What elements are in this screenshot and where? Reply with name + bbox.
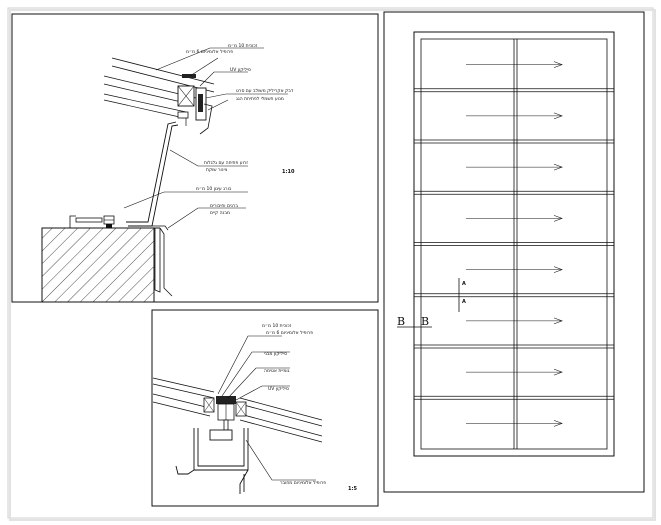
marker-b-right: B (421, 315, 429, 328)
label-b-profile: פרופיל אלומיניום 6 מ״מ (266, 330, 313, 336)
glass-panes-section (152, 377, 323, 443)
marker-a-bottom: A (462, 299, 466, 305)
existing-wall (41, 227, 155, 303)
detail-a-leaders (123, 47, 288, 229)
frame-profile (177, 74, 213, 135)
detail-b-leaders (217, 335, 316, 481)
label-b-connected-profile: פרופיל אלומיניום מחובר (280, 481, 326, 486)
slope-arrow (466, 163, 563, 171)
slope-arrow (466, 420, 563, 427)
label-adhesive: דבק אקריליק משולב עם סרט (236, 89, 294, 94)
label-gutter: צינור שוקת (206, 168, 228, 173)
joint-profile (203, 396, 247, 431)
detail-b-scale: 1:5 (348, 486, 357, 492)
slope-arrow (466, 215, 563, 222)
detail-a-scale: 1:10 (282, 169, 295, 175)
detail-b-panel: זכוכית 10 מ״מ פרופיל אלומיניום 6 מ״מ סיל… (151, 309, 379, 507)
slope-arrow (466, 112, 563, 120)
label-existing: מבנה קיים (210, 211, 230, 216)
label-motor: מנוע חשמלי לפתיחת הגג (236, 97, 284, 102)
label-b-gasket: גומיית אטימה (264, 369, 290, 374)
label-b-uv-silicone: UV סיליקון (268, 386, 289, 392)
slope-arrow (466, 266, 563, 273)
plan-outer-frame (413, 31, 615, 457)
section-marker-a: A A (458, 278, 466, 312)
marker-a-top: A (462, 281, 466, 287)
hinge-bracket (69, 215, 103, 228)
opening-arm (126, 121, 179, 227)
label-profile: פרופיל אלומיניום 6 מ״מ (186, 49, 233, 55)
slope-arrow (466, 61, 563, 68)
label-arm: זרוע פתיחה עם גלגלות (204, 161, 248, 166)
label-uv-silicone: UV סיליקון (230, 67, 251, 73)
gutter-profile (154, 228, 161, 293)
slope-arrow (466, 317, 563, 325)
marker-b-left: B (397, 315, 405, 328)
label-fasteners: ברגים וחיבורים (210, 204, 238, 209)
slope-arrow (466, 368, 563, 376)
label-bolt: בורג עיגון 10 מ״מ (196, 186, 232, 192)
label-b-structural-silicone: סיליקון מבני (264, 352, 287, 357)
u-channel-profile (175, 428, 249, 494)
detail-a-panel: זכוכית 10 מ״מ פרופיל אלומיניום 6 מ״מ UV … (11, 13, 379, 303)
anchor-bolt (103, 215, 115, 228)
section-marker-b: B B (397, 315, 432, 328)
plan-view-panel: A A B B (383, 11, 645, 493)
label-glass: זכוכית 10 מ״מ (228, 43, 258, 49)
label-b-glass: זכוכית 10 מ״מ (262, 323, 292, 329)
